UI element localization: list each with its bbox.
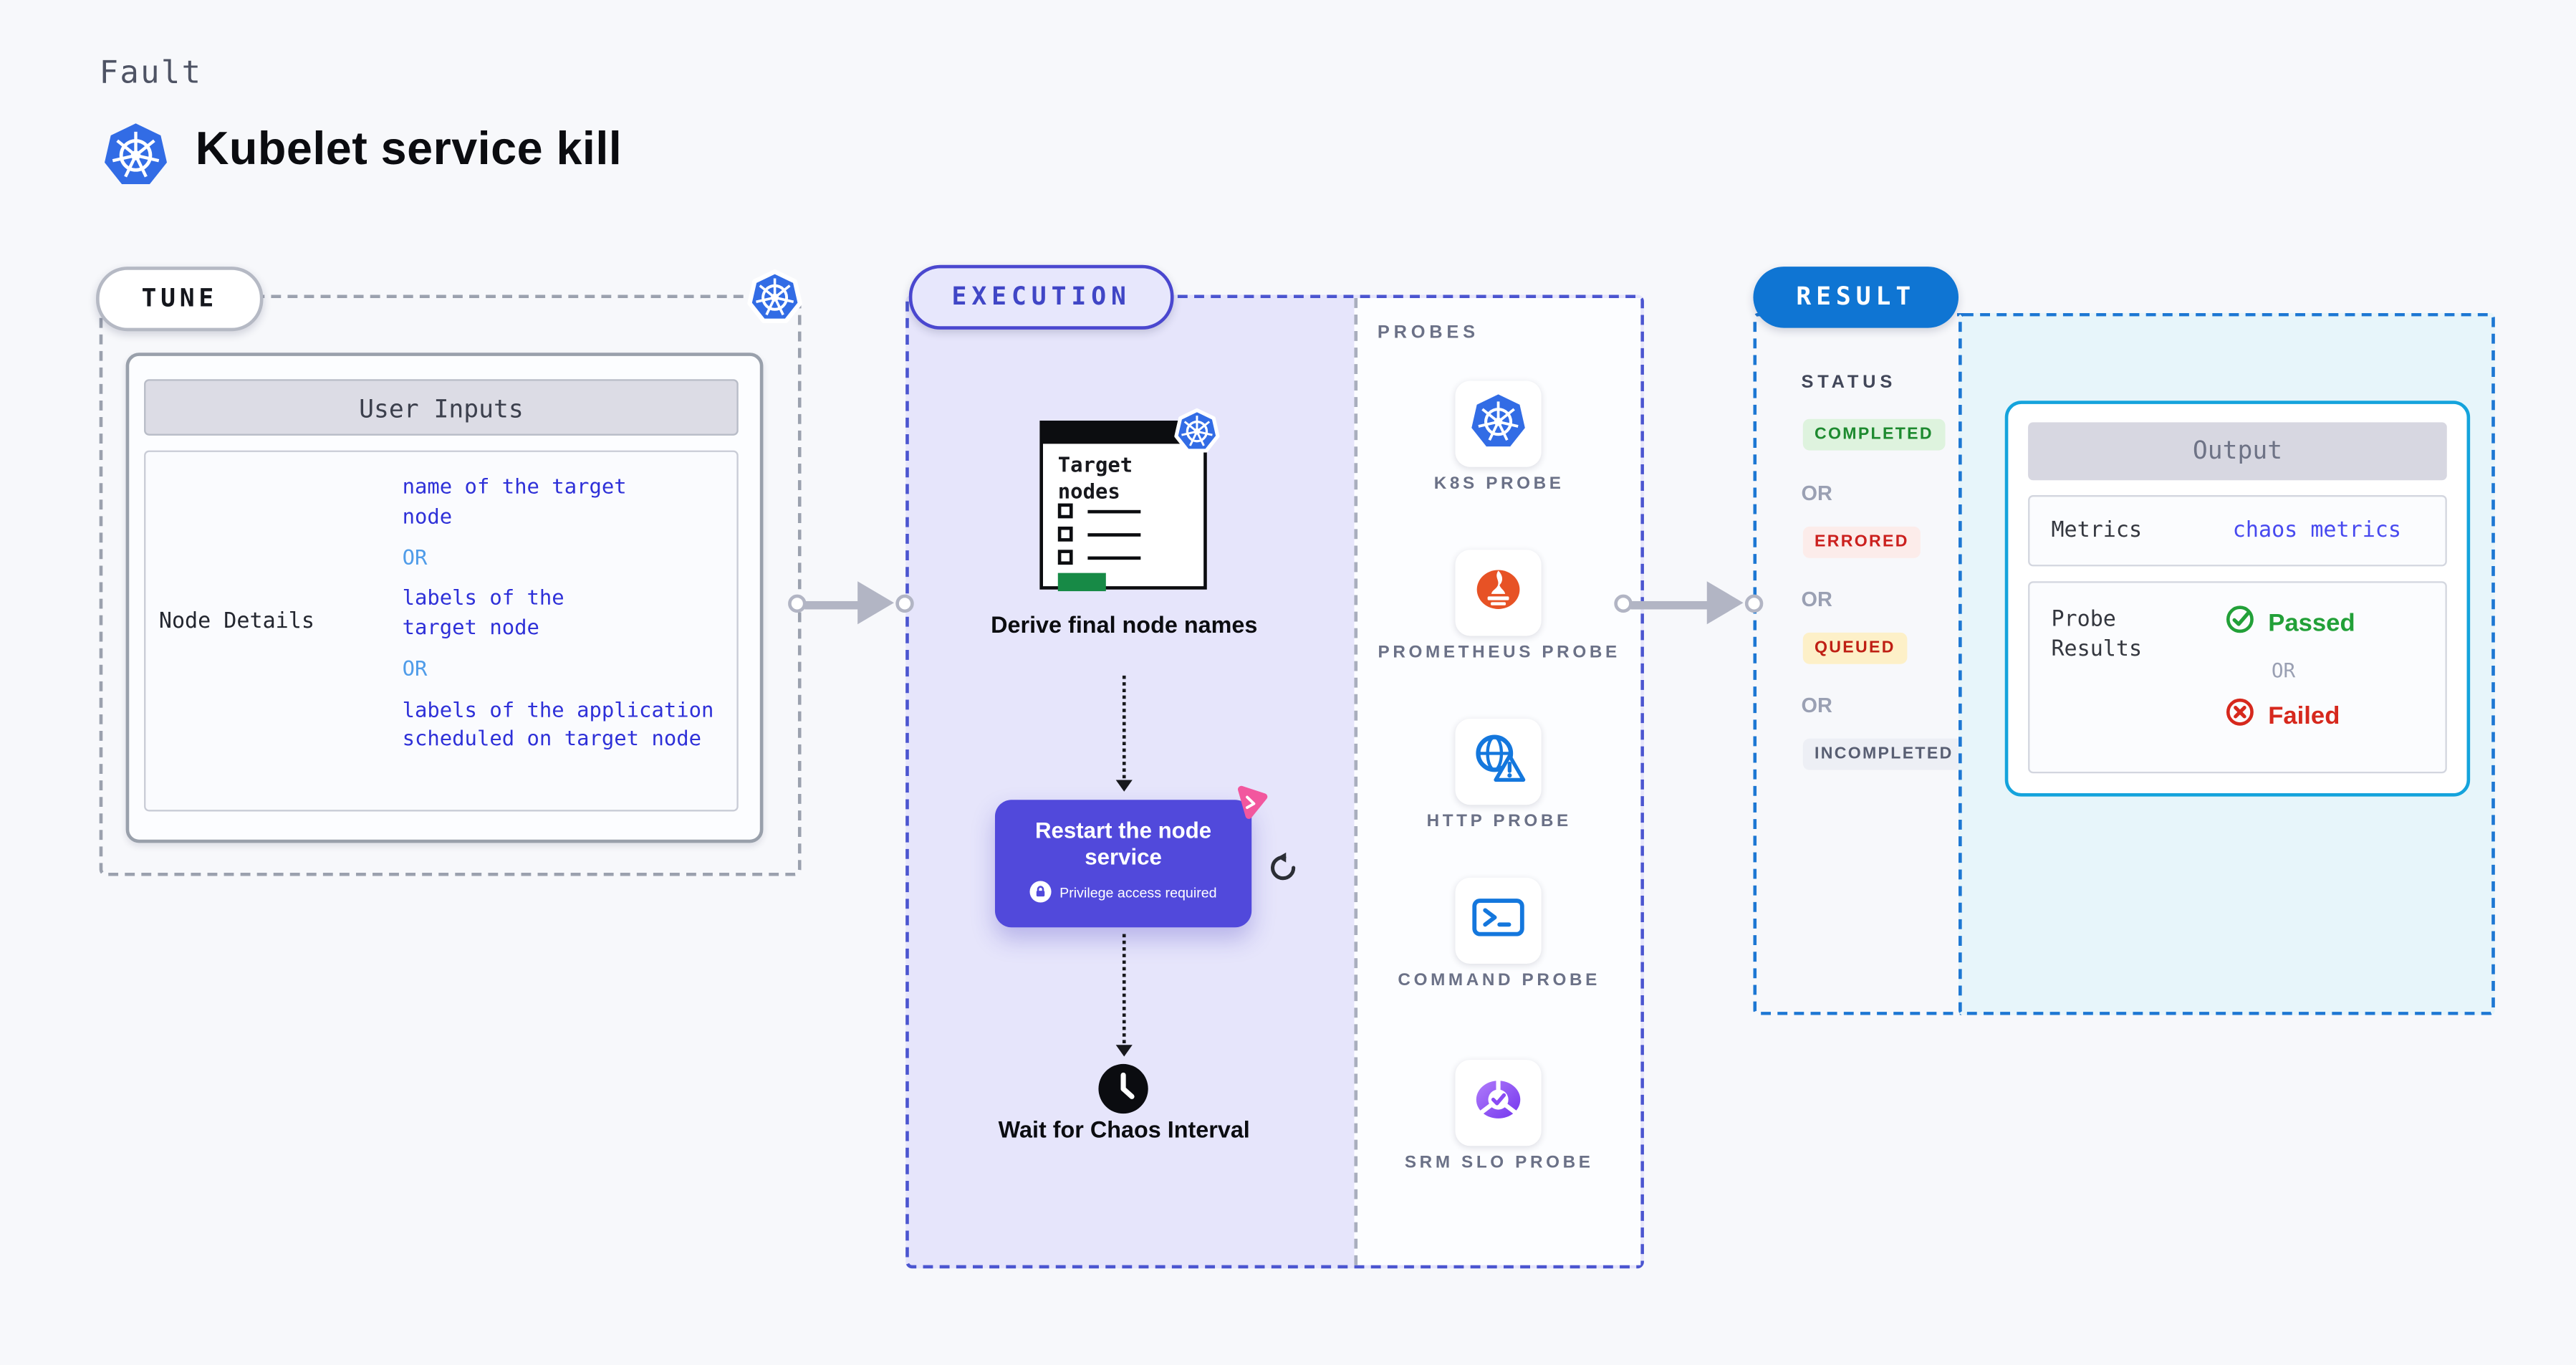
tune-section xyxy=(99,294,802,876)
input-value: labels of the application scheduled on t… xyxy=(402,696,714,751)
probe-results-label: Probe Results xyxy=(2051,608,2143,663)
or-separator: OR xyxy=(1801,588,1832,611)
arrow-down-icon xyxy=(1115,780,1132,792)
input-row-key: Node Details xyxy=(158,609,314,635)
or-separator: OR xyxy=(1801,482,1832,505)
result-output-panel: Output Metrics chaos metrics Probe Resul… xyxy=(1959,312,2495,1015)
x-circle-icon xyxy=(2225,697,2255,735)
status-badge: INCOMPLETED xyxy=(1802,738,1965,770)
probe-label: COMMAND PROBE xyxy=(1398,970,1600,991)
terminal-icon xyxy=(1469,887,1528,955)
privilege-badge: Privilege access required xyxy=(995,881,1251,903)
result-status-panel: STATUS COMPLETED OR ERRORED OR QUEUED OR… xyxy=(1753,312,1966,1015)
probe-results-values: Passed OR Failed xyxy=(2188,583,2445,772)
result-section-label: RESULT xyxy=(1753,267,1959,328)
metrics-value: chaos metrics xyxy=(2232,518,2401,544)
lock-icon xyxy=(1029,881,1052,903)
user-inputs-header: User Inputs xyxy=(144,379,739,436)
metrics-row: Metrics chaos metrics xyxy=(2028,495,2447,567)
status-badge: QUEUED xyxy=(1802,632,1907,664)
green-progress-bar xyxy=(1057,573,1106,592)
target-nodes-document-icon: Target nodes xyxy=(1039,421,1207,592)
wait-chaos-interval-label: Wait for Chaos Interval xyxy=(998,1116,1250,1143)
probes-title: PROBES xyxy=(1377,322,1479,343)
execution-section: PROBES K8S PRO xyxy=(905,294,1644,1269)
clock-icon xyxy=(1097,1063,1149,1123)
tune-section-label: TUNE xyxy=(96,267,264,332)
probe-label: HTTP PROBE xyxy=(1426,811,1572,832)
or-separator: OR xyxy=(402,544,428,569)
status-badge: ERRORED xyxy=(1802,526,1921,558)
user-inputs-card: User Inputs Node Details name of the tar… xyxy=(125,353,764,843)
http-probe-card xyxy=(1455,719,1542,805)
k8s-probe-card xyxy=(1455,380,1542,467)
or-separator: OR xyxy=(2271,658,2296,683)
probe-label: SRM SLO PROBE xyxy=(1404,1152,1594,1173)
execution-section-label: EXECUTION xyxy=(908,264,1174,330)
connector-dotted-line xyxy=(1122,675,1126,779)
prometheus-probe-card xyxy=(1455,550,1542,636)
http-globe-warning-icon xyxy=(1467,726,1530,797)
srm-slo-probe-card xyxy=(1455,1060,1542,1146)
tune-to-execution-arrow xyxy=(788,580,914,629)
failed-row: Failed xyxy=(2225,697,2445,735)
probe-label: K8S PROBE xyxy=(1433,473,1565,494)
page-title: Kubelet service kill xyxy=(195,123,623,174)
kubernetes-icon xyxy=(1469,390,1528,458)
arrow-down-icon xyxy=(1115,1045,1132,1057)
input-value: labels of the target node xyxy=(402,585,564,640)
output-header: Output xyxy=(2028,422,2447,481)
checkbox-line xyxy=(1057,550,1141,565)
passed-label: Passed xyxy=(2268,609,2355,638)
or-separator: OR xyxy=(1801,694,1832,717)
chaos-icon xyxy=(1231,785,1269,830)
probes-panel: PROBES K8S PRO xyxy=(1354,297,1641,1265)
probe-results-row: Probe Results Passed OR xyxy=(2028,581,2447,774)
user-inputs-table: Node Details name of the target node OR … xyxy=(144,450,742,812)
check-circle-icon xyxy=(2225,605,2255,643)
restart-step-title: Restart the node service xyxy=(1034,818,1212,870)
command-probe-card xyxy=(1455,877,1542,964)
kubernetes-icon xyxy=(746,268,803,332)
derive-node-names-label: Derive final node names xyxy=(991,610,1258,638)
checkbox-line xyxy=(1057,526,1141,542)
prometheus-icon xyxy=(1467,557,1530,628)
output-card: Output Metrics chaos metrics Probe Resul… xyxy=(2004,401,2471,797)
status-title: STATUS xyxy=(1801,372,1897,393)
privilege-badge-text: Privilege access required xyxy=(1059,883,1217,901)
probe-label: PROMETHEUS PROBE xyxy=(1378,642,1620,663)
input-value: name of the target node xyxy=(402,473,627,528)
execution-to-result-arrow xyxy=(1614,580,1764,629)
checkbox-line xyxy=(1057,503,1141,519)
slo-donut-check-icon xyxy=(1467,1068,1530,1139)
retry-loop-icon xyxy=(1267,851,1299,893)
input-row-values: name of the target node OR labels of the… xyxy=(403,472,742,754)
kubernetes-icon xyxy=(1174,408,1221,462)
status-badge: COMPLETED xyxy=(1802,418,1946,451)
kubernetes-icon xyxy=(101,119,170,197)
restart-node-service-step: Restart the node service Privilege acces… xyxy=(994,785,1268,928)
fault-kind-label: Fault xyxy=(99,54,203,92)
connector-dotted-line xyxy=(1122,934,1126,1043)
target-nodes-title: Target nodes xyxy=(1057,451,1133,503)
or-separator: OR xyxy=(402,655,428,681)
metrics-label: Metrics xyxy=(2051,517,2143,542)
failed-label: Failed xyxy=(2268,701,2340,731)
passed-row: Passed xyxy=(2225,605,2445,643)
